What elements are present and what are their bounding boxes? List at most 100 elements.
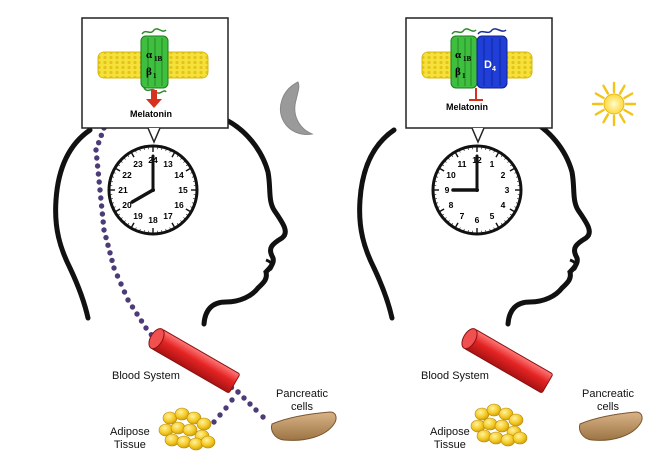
- night-alpha-sub: 1B: [154, 55, 163, 63]
- sun-icon: [591, 81, 637, 127]
- night-clock: 241314151617181920212223: [107, 144, 199, 236]
- fat-cell: [200, 435, 216, 449]
- clock-number: 17: [163, 211, 173, 221]
- fat-cell: [476, 429, 492, 443]
- melatonin-dot: [143, 325, 149, 331]
- night-alpha-label: α: [146, 49, 153, 61]
- fat-cell: [508, 413, 524, 427]
- melatonin-dot: [129, 304, 136, 310]
- melatonin-dot: [98, 203, 105, 209]
- day-beta-label: β: [455, 66, 461, 78]
- clock-number: 22: [122, 170, 132, 180]
- melatonin-dot: [235, 389, 241, 395]
- clock-number: 7: [460, 211, 465, 221]
- clock-number: 3: [505, 185, 510, 195]
- clock-number: 23: [133, 159, 143, 169]
- night-pancreas: [271, 411, 337, 441]
- moon-icon: [280, 81, 314, 135]
- night-adipose-line2: Tissue: [113, 439, 146, 451]
- night-beta-sub: 1: [153, 72, 157, 80]
- night-blood-label: Blood System: [112, 370, 180, 382]
- melatonin-dot: [253, 407, 259, 413]
- melatonin-dot: [138, 318, 145, 324]
- clock-number: 8: [449, 200, 454, 210]
- day-pancreas: [579, 411, 643, 441]
- melatonin-dot: [107, 250, 113, 256]
- day-inhibition-mark: [469, 88, 483, 101]
- day-melatonin-label: Melatonin: [446, 102, 488, 112]
- day-blood-vessel: [461, 328, 553, 393]
- clock-number: 13: [163, 159, 173, 169]
- day-receptor-alpha1b-beta1: α 1B β 1: [450, 28, 478, 89]
- day-blood-label: Blood System: [421, 370, 489, 382]
- fat-cell: [500, 433, 516, 447]
- melatonin-dot: [260, 414, 266, 420]
- fat-cell: [494, 419, 510, 433]
- melatonin-dot: [98, 132, 105, 139]
- melatonin-dot: [114, 273, 121, 279]
- melatonin-dot: [98, 195, 104, 201]
- hour-hand: [130, 188, 155, 204]
- melatonin-dot: [94, 163, 101, 169]
- melatonin-dot: [241, 395, 247, 401]
- fat-cell: [186, 411, 202, 425]
- fat-cell: [196, 417, 212, 431]
- melatonin-dot: [217, 412, 223, 418]
- day-d-label: D: [484, 59, 492, 71]
- melatonin-dot: [109, 257, 115, 264]
- melatonin-dot: [223, 405, 229, 411]
- melatonin-dot: [103, 234, 109, 241]
- melatonin-dot: [99, 211, 106, 217]
- night-head-outline: [53, 115, 288, 327]
- day-pancreatic-line2: cells: [596, 401, 619, 413]
- night-adipose-label: Adipose Tissue: [110, 426, 150, 452]
- night-receptor-alpha1b-beta1: α 1B β 1: [140, 28, 169, 94]
- clock-number: 21: [118, 185, 128, 195]
- day-beta-sub: 1: [462, 72, 466, 80]
- clock-number: 1: [490, 159, 495, 169]
- night-pancreatic-line2: cells: [290, 401, 313, 413]
- day-d-sub: 4: [492, 66, 496, 73]
- clock-number: 2: [501, 170, 506, 180]
- night-pancreatic-label: Pancreatic cells: [276, 388, 328, 414]
- melatonin-dot: [95, 139, 102, 146]
- clock-number: 4: [501, 200, 506, 210]
- clock-number: 14: [174, 170, 184, 180]
- melatonin-dot: [94, 155, 100, 161]
- day-adipose-line2: Tissue: [433, 439, 466, 451]
- night-adipose-line1: Adipose: [110, 426, 150, 438]
- clock-number: 6: [475, 215, 480, 225]
- clock-number: 15: [178, 185, 188, 195]
- day-panel: α 1B β 1 D 4 121234567891011: [357, 17, 643, 447]
- melatonin-dot: [121, 289, 128, 295]
- melatonin-dot: [229, 397, 235, 403]
- clock-number: 20: [122, 200, 132, 210]
- fat-cell: [164, 433, 180, 447]
- melatonin-dot: [247, 401, 253, 407]
- fat-cell: [176, 435, 192, 449]
- night-pancreatic-line1: Pancreatic: [276, 388, 328, 400]
- melatonin-dot: [96, 179, 102, 185]
- night-melatonin-label: Melatonin: [130, 109, 172, 119]
- day-alpha-sub: 1B: [463, 55, 472, 63]
- melatonin-dot: [118, 281, 124, 287]
- clock-number: 5: [490, 211, 495, 221]
- melatonin-dot: [93, 147, 99, 153]
- day-pancreatic-line1: Pancreatic: [582, 388, 634, 400]
- melatonin-dot: [125, 297, 131, 303]
- day-adipose-tissue: [470, 403, 528, 447]
- day-pancreatic-label: Pancreatic cells: [582, 388, 634, 414]
- day-adipose-label: Adipose Tissue: [430, 426, 470, 452]
- day-clock: 121234567891011: [431, 144, 523, 236]
- fat-cell: [482, 417, 498, 431]
- night-panel: α 1B β 1 241314151617181920212223: [53, 17, 337, 451]
- clock-number: 16: [174, 200, 184, 210]
- melatonin-dot: [101, 227, 107, 233]
- clock-number: 10: [446, 170, 456, 180]
- day-receptor-d4: D 4: [476, 28, 508, 89]
- fat-cell: [188, 437, 204, 451]
- day-head-outline: [357, 115, 592, 327]
- clock-number: 9: [445, 185, 450, 195]
- clock-number: 19: [133, 211, 143, 221]
- clock-number: 11: [458, 159, 467, 169]
